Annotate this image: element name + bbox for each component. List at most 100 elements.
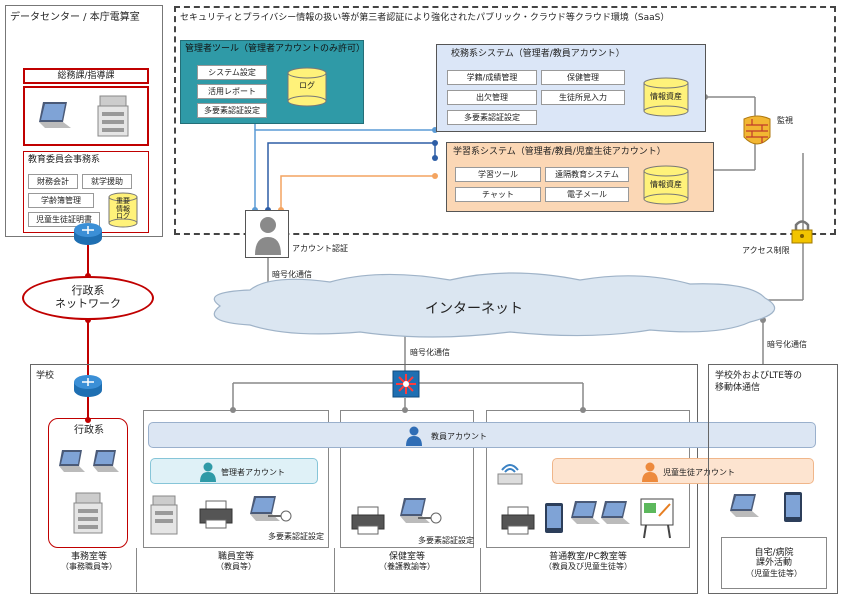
admin-room-box: 行政系 (48, 418, 128, 548)
admin-network-line2: ネットワーク (55, 297, 121, 310)
admin-item-mfa: 多要素認証設定 (197, 103, 267, 118)
access-limit-label: アクセス制限 (742, 246, 790, 255)
sa-item-remarks: 生徒所見入力 (541, 90, 625, 105)
person-icon (255, 217, 281, 255)
admin-room-title: 行政系 (74, 425, 104, 436)
monitor-label: 監視 (777, 116, 793, 125)
manager-account-label: 管理者アカウント (221, 468, 285, 477)
mfa-label-1: 多要素認証設定 (268, 532, 324, 541)
sa-item-mfa: 多要素認証設定 (447, 110, 537, 125)
room-label-classroom: 普通教室/PC教室等 （教員及び児童生徒等） (544, 552, 632, 572)
room-label-staff: 職員室等 （教員等） (216, 552, 256, 572)
admin-item-settings: システム設定 (197, 65, 267, 80)
person-icon (642, 462, 658, 482)
printer-icon (351, 506, 385, 535)
learn-item-chat: チャット (455, 187, 541, 202)
person-icon (406, 426, 422, 446)
internet-label: インターネット (425, 301, 523, 317)
learning-title: 学習系システム（管理者/教員/児童生徒アカウント） (453, 147, 666, 157)
sa-item-health: 保健管理 (541, 70, 625, 85)
student-account-label: 児童生徒アカウント (663, 468, 735, 477)
general-affairs-header: 総務課/指導課 (23, 68, 149, 84)
sa-database-icon: 情報資産 (643, 77, 689, 117)
copier-icon (73, 492, 103, 534)
school-router-icon (74, 375, 102, 397)
laptop-key-icon (400, 498, 442, 524)
admin-network: 行政系 ネットワーク (22, 276, 154, 320)
general-affairs-box (23, 86, 149, 146)
learn-db-label: 情報資産 (650, 180, 682, 189)
edu-db-line1: 重要 (116, 197, 130, 205)
home-box: 自宅/病院 課外活動 （児童生徒等） (721, 537, 827, 589)
edu-db-line2: 情報 (116, 204, 130, 213)
internet-cloud (213, 272, 776, 338)
home-line1: 自宅/病院 (754, 548, 794, 559)
student-account-bar: 児童生徒アカウント (552, 458, 814, 484)
cloud-title: セキュリティとプライバシー情報の扱い等が第三者認証により強化されたパブリック・ク… (180, 13, 670, 23)
sa-item-attendance: 出欠管理 (447, 90, 537, 105)
whiteboard-icon (640, 498, 674, 539)
network-switch-icon (392, 370, 420, 398)
home-line2: 課外活動 (755, 558, 792, 569)
sa-db-label: 情報資産 (650, 92, 682, 101)
learn-item-remote: 遠隔教育システム (545, 167, 629, 182)
encrypted-label-1: 暗号化通信 (272, 270, 312, 279)
home-line3: （児童生徒等） (746, 568, 802, 578)
learn-item-tool: 学習ツール (455, 167, 541, 182)
sa-item-grades: 学籍/成績管理 (447, 70, 537, 85)
room-label-nurse: 保健室等 （養護教諭等） (379, 552, 435, 572)
datacenter-panel: データセンター / 本庁電算室 総務課/指導課 教育委員会事務系 財務会計 就学… (5, 5, 163, 237)
laptop-icon (59, 450, 85, 472)
mobile-panel: 学校外およびLTE等の 移動体通信 自宅/病院 課外活動 （児童生徒等） (708, 364, 838, 594)
tablet-icon (784, 492, 802, 522)
teacher-account-label: 教員アカウント (431, 432, 487, 441)
general-affairs-label: 総務課/指導課 (57, 70, 115, 81)
laptop-icon-2 (601, 501, 630, 524)
room-separator (334, 548, 335, 592)
mfa-label-2: 多要素認証設定 (418, 536, 474, 545)
laptop-icon-2 (93, 450, 119, 472)
edu-item-register: 学齢簿管理 (28, 193, 94, 208)
admin-tool-panel: 管理者ツール（管理者アカウントのみ許可） システム設定 活用レポート 多要素認証… (180, 40, 366, 124)
printer-icon (199, 500, 233, 529)
learning-panel: 学習系システム（管理者/教員/児童生徒アカウント） 学習ツール 遠隔教育システム… (446, 142, 714, 212)
account-auth-label: アカウント認証 (292, 244, 348, 253)
room-label-office: 事務室等 （事務職員等） (61, 552, 117, 572)
wifi-router-icon (497, 464, 523, 485)
mobile-title-1: 学校外およびLTE等の (715, 371, 802, 381)
printer-copier-icon (97, 95, 129, 137)
school-affairs-panel: 校務系システム（管理者/教員アカウント） 学籍/成績管理 保健管理 出欠管理 生… (436, 44, 706, 132)
cloud-environment: セキュリティとプライバシー情報の扱い等が第三者認証により強化されたパブリック・ク… (174, 6, 836, 235)
lock-icon (791, 220, 813, 244)
encrypted-label-2: 暗号化通信 (410, 348, 450, 357)
edu-board-box: 教育委員会事務系 財務会計 就学援助 学齢簿管理 児童生徒証明書 重要 情報 ロ… (23, 151, 149, 233)
edu-db-line3: ログ (116, 212, 130, 221)
laptop-icon (571, 501, 600, 524)
printer-icon (501, 506, 535, 535)
manager-account-bar: 管理者アカウント (150, 458, 318, 484)
tablet-icon (545, 503, 563, 533)
account-auth-box (245, 210, 289, 258)
admin-log-database-icon: ログ (287, 67, 327, 107)
admin-item-report: 活用レポート (197, 84, 267, 99)
edu-item-aid: 就学援助 (82, 174, 132, 189)
encrypted-label-3: 暗号化通信 (767, 340, 807, 349)
laptop-key-icon (250, 496, 292, 522)
admin-tool-title: 管理者ツール（管理者アカウントのみ許可） (185, 44, 366, 54)
admin-db-label: ログ (299, 81, 315, 90)
firewall-icon (743, 115, 771, 145)
room-separator (136, 548, 137, 592)
router-icon (74, 223, 102, 245)
laptop-icon (39, 102, 71, 128)
staff-room-box (143, 410, 329, 548)
person-icon (200, 462, 216, 482)
edu-board-title: 教育委員会事務系 (28, 155, 101, 165)
learn-item-email: 電子メール (545, 187, 629, 202)
teacher-account-bar: 教員アカウント (148, 422, 816, 448)
learn-database-icon: 情報資産 (643, 165, 689, 205)
edu-item-finance: 財務会計 (28, 174, 78, 189)
nurse-room-box (340, 410, 474, 548)
copier-icon (150, 495, 178, 535)
datacenter-title: データセンター / 本庁電算室 (10, 12, 140, 23)
edu-item-certificate: 児童生徒証明書 (28, 212, 100, 227)
